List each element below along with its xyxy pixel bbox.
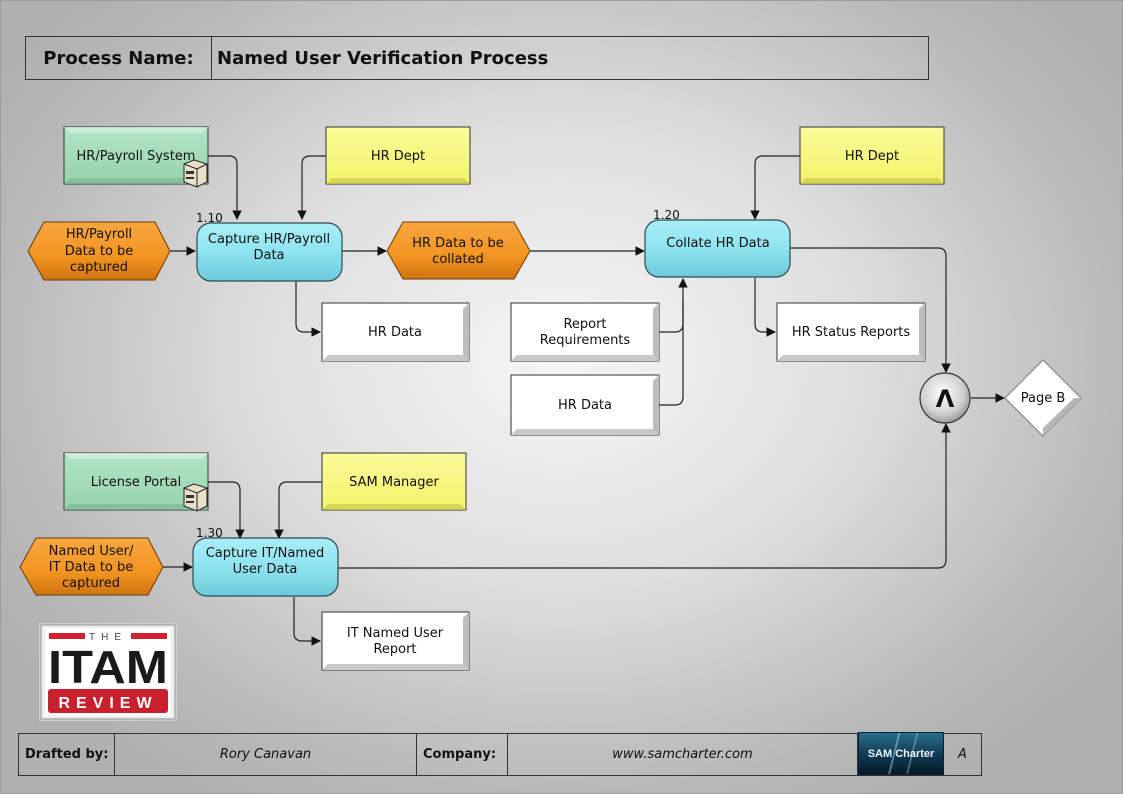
sam-charter-logo: SAM Charter (858, 732, 944, 775)
role-sam-manager[interactable]: SAM Manager (321, 452, 467, 511)
sam-charter-text: SAM Charter (867, 747, 935, 760)
role-hr-dept-1[interactable]: HR Dept (325, 126, 471, 185)
input-named-user-data[interactable]: Named User/ IT Data to be captured (19, 537, 164, 596)
role-label: SAM Manager (349, 475, 439, 490)
document-hr-data-2[interactable]: HR Data (510, 374, 660, 436)
connector-capture-hr-to-hrdata (295, 281, 321, 337)
input-line-2: IT Data to be (49, 560, 134, 575)
system-label: HR/Payroll System (77, 149, 196, 164)
connector-sammgr-to-capture-it (274, 481, 322, 539)
document-it-named-user-report[interactable]: IT Named User Report (321, 611, 470, 671)
and-symbol: Λ (936, 385, 955, 413)
connector-reqs-to-collate (659, 278, 688, 333)
input-line-3: captured (62, 576, 120, 591)
document-hr-data-1[interactable]: HR Data (321, 302, 470, 362)
itam-review: REVIEW (58, 695, 157, 712)
company-label: Company: (417, 734, 508, 775)
input-line-2: collated (432, 252, 484, 267)
connectors (163, 155, 1005, 646)
process-line-1: Capture HR/Payroll (208, 232, 330, 247)
process-line-2: User Data (233, 562, 298, 577)
document-label: HR Status Reports (792, 325, 911, 340)
document-label: HR Data (558, 398, 612, 413)
input-line-1: HR/Payroll (66, 227, 132, 242)
document-line-1: IT Named User (347, 626, 444, 641)
drafted-by-label: Drafted by: (19, 734, 115, 775)
role-label: HR Dept (845, 149, 899, 164)
input-hr-data-to-collate[interactable]: HR Data to be collated (386, 221, 531, 280)
company-value[interactable]: www.samcharter.com (508, 734, 858, 775)
connector-hrdept-to-capture-hr (297, 155, 326, 220)
connector-hrdata2-to-collate (659, 300, 684, 406)
document-report-requirements[interactable]: Report Requirements (510, 302, 660, 362)
role-hr-dept-2[interactable]: HR Dept (799, 126, 945, 185)
process-capture-it-named-user[interactable]: 1.30 Capture IT/Named User Data (192, 526, 339, 597)
server-icon (183, 159, 208, 188)
process-number: 1.30 (196, 526, 223, 540)
connector-collate-to-and (790, 247, 951, 373)
connector-system-to-capture-hr (208, 155, 242, 220)
input-line-1: Named User/ (49, 544, 134, 559)
process-capture-hr-payroll[interactable]: 1.10 Capture HR/Payroll Data (196, 211, 343, 282)
connector-label: Page B (1021, 391, 1066, 406)
process-number: 1.20 (653, 208, 680, 222)
process-name-label: Process Name: (26, 37, 212, 79)
document-label: HR Data (368, 325, 422, 340)
document-line-1: Report (563, 317, 606, 332)
document-line-2: Requirements (540, 333, 631, 348)
connector-portal-to-capture-it (208, 481, 245, 539)
and-junction[interactable]: Λ (919, 372, 971, 424)
off-page-connector-page-b[interactable]: Page B (1004, 359, 1082, 437)
process-line-1: Capture IT/Named (206, 546, 325, 561)
footer-bar: Drafted by: Rory Canavan Company: www.sa… (18, 732, 982, 776)
role-label: HR Dept (371, 149, 425, 164)
revision-value: A (958, 747, 967, 762)
system-label: License Portal (91, 475, 182, 490)
connector-capture-it-to-report (293, 597, 321, 646)
input-line-3: captured (70, 260, 128, 275)
process-collate-hr-data[interactable]: 1.20 Collate HR Data (644, 208, 791, 278)
input-hr-payroll-data[interactable]: HR/Payroll Data to be captured (27, 221, 171, 281)
document-hr-status-reports[interactable]: HR Status Reports (776, 302, 926, 362)
document-line-2: Report (373, 642, 416, 657)
process-label: Collate HR Data (666, 236, 769, 251)
server-icon (183, 483, 208, 512)
itam-the: THE (89, 632, 127, 643)
sam-charter-logo-cell: SAM Charter (858, 732, 944, 775)
drafted-by-value: Rory Canavan (115, 734, 417, 775)
input-line-2: Data to be (65, 244, 134, 259)
process-name-value: Named User Verification Process (217, 47, 549, 69)
process-title-bar: Process Name: Named User Verification Pr… (25, 36, 929, 80)
connector-hrdept2-to-collate (750, 155, 800, 220)
connector-capture-it-to-and (338, 423, 951, 569)
input-line-1: HR Data to be (412, 236, 504, 251)
itam-main: ITAM (48, 641, 168, 693)
process-line-2: Data (253, 248, 284, 263)
itam-review-logo: THE ITAM REVIEW (39, 623, 177, 721)
process-number: 1.10 (196, 211, 223, 225)
system-license-portal[interactable]: License Portal (63, 452, 209, 512)
connector-collate-to-statusreports (754, 278, 776, 337)
system-hr-payroll[interactable]: HR/Payroll System (63, 126, 209, 188)
